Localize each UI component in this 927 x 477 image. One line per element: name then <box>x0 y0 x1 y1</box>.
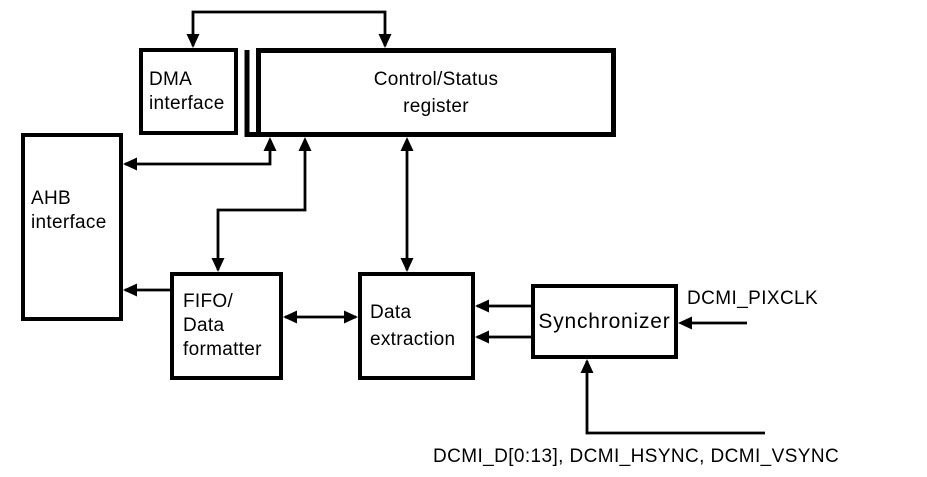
synchronizer-label: Synchronizer <box>538 309 671 333</box>
arrowhead-up <box>263 137 277 151</box>
dma-interface-label: DMA interface <box>149 68 225 114</box>
ahb-interface-box: AHB interface <box>21 133 123 321</box>
control-status-register-label: Control/Status register <box>373 68 499 117</box>
synchronizer-box: Synchronizer <box>531 284 678 359</box>
connector-line <box>191 10 387 46</box>
fifo-data-formatter-label: FIFO/ Data formatter <box>183 291 262 360</box>
connector-csr-top-loop <box>186 10 392 48</box>
arrowhead-up <box>580 359 594 373</box>
connector-csr-data-extraction <box>400 137 414 272</box>
arrowhead-down <box>400 258 414 272</box>
connector-csr-fifo <box>211 137 312 272</box>
connector-sync-data-extraction-upper <box>475 299 531 313</box>
connector-fifo-ahb <box>123 283 170 297</box>
connector-line <box>585 361 765 435</box>
arrowhead-down <box>211 258 225 272</box>
connector-line <box>125 140 272 166</box>
connector-ahb-csr <box>123 137 277 171</box>
arrowhead-left <box>123 283 137 297</box>
pixclk-signal-label: DCMI_PIXCLK <box>687 288 819 309</box>
control-status-register-box: Control/Status register <box>256 48 616 137</box>
connector-line <box>244 50 257 137</box>
arrowhead-left <box>123 157 137 171</box>
dma-interface-box: DMA interface <box>139 48 238 135</box>
fifo-data-formatter-box: FIFO/ Data formatter <box>170 272 283 380</box>
data-extraction-label: Data extraction <box>370 302 456 350</box>
data-extraction-box: Data extraction <box>358 272 475 380</box>
ahb-interface-label: AHB interface <box>31 188 107 233</box>
arrowhead-down <box>378 34 392 48</box>
arrowhead-left <box>678 316 692 330</box>
connector-signals-synchronizer <box>580 359 765 435</box>
arrowhead-left <box>475 299 489 313</box>
connector-sync-data-extraction-lower <box>475 330 531 344</box>
arrowhead-right <box>344 310 358 324</box>
arrowhead-down <box>186 34 200 48</box>
connector-pixclk-synchronizer <box>678 316 747 330</box>
connector-line <box>216 140 307 270</box>
arrowhead-left <box>283 310 297 324</box>
arrowhead-up <box>400 137 414 151</box>
connector-csr-bottom-left-stub <box>244 50 257 137</box>
connector-fifo-data-extraction <box>283 310 358 324</box>
data-bus-signal-label: DCMI_D[0:13], DCMI_HSYNC, DCMI_VSYNC <box>433 446 840 467</box>
arrowhead-left <box>475 330 489 344</box>
arrowhead-up <box>298 137 312 151</box>
